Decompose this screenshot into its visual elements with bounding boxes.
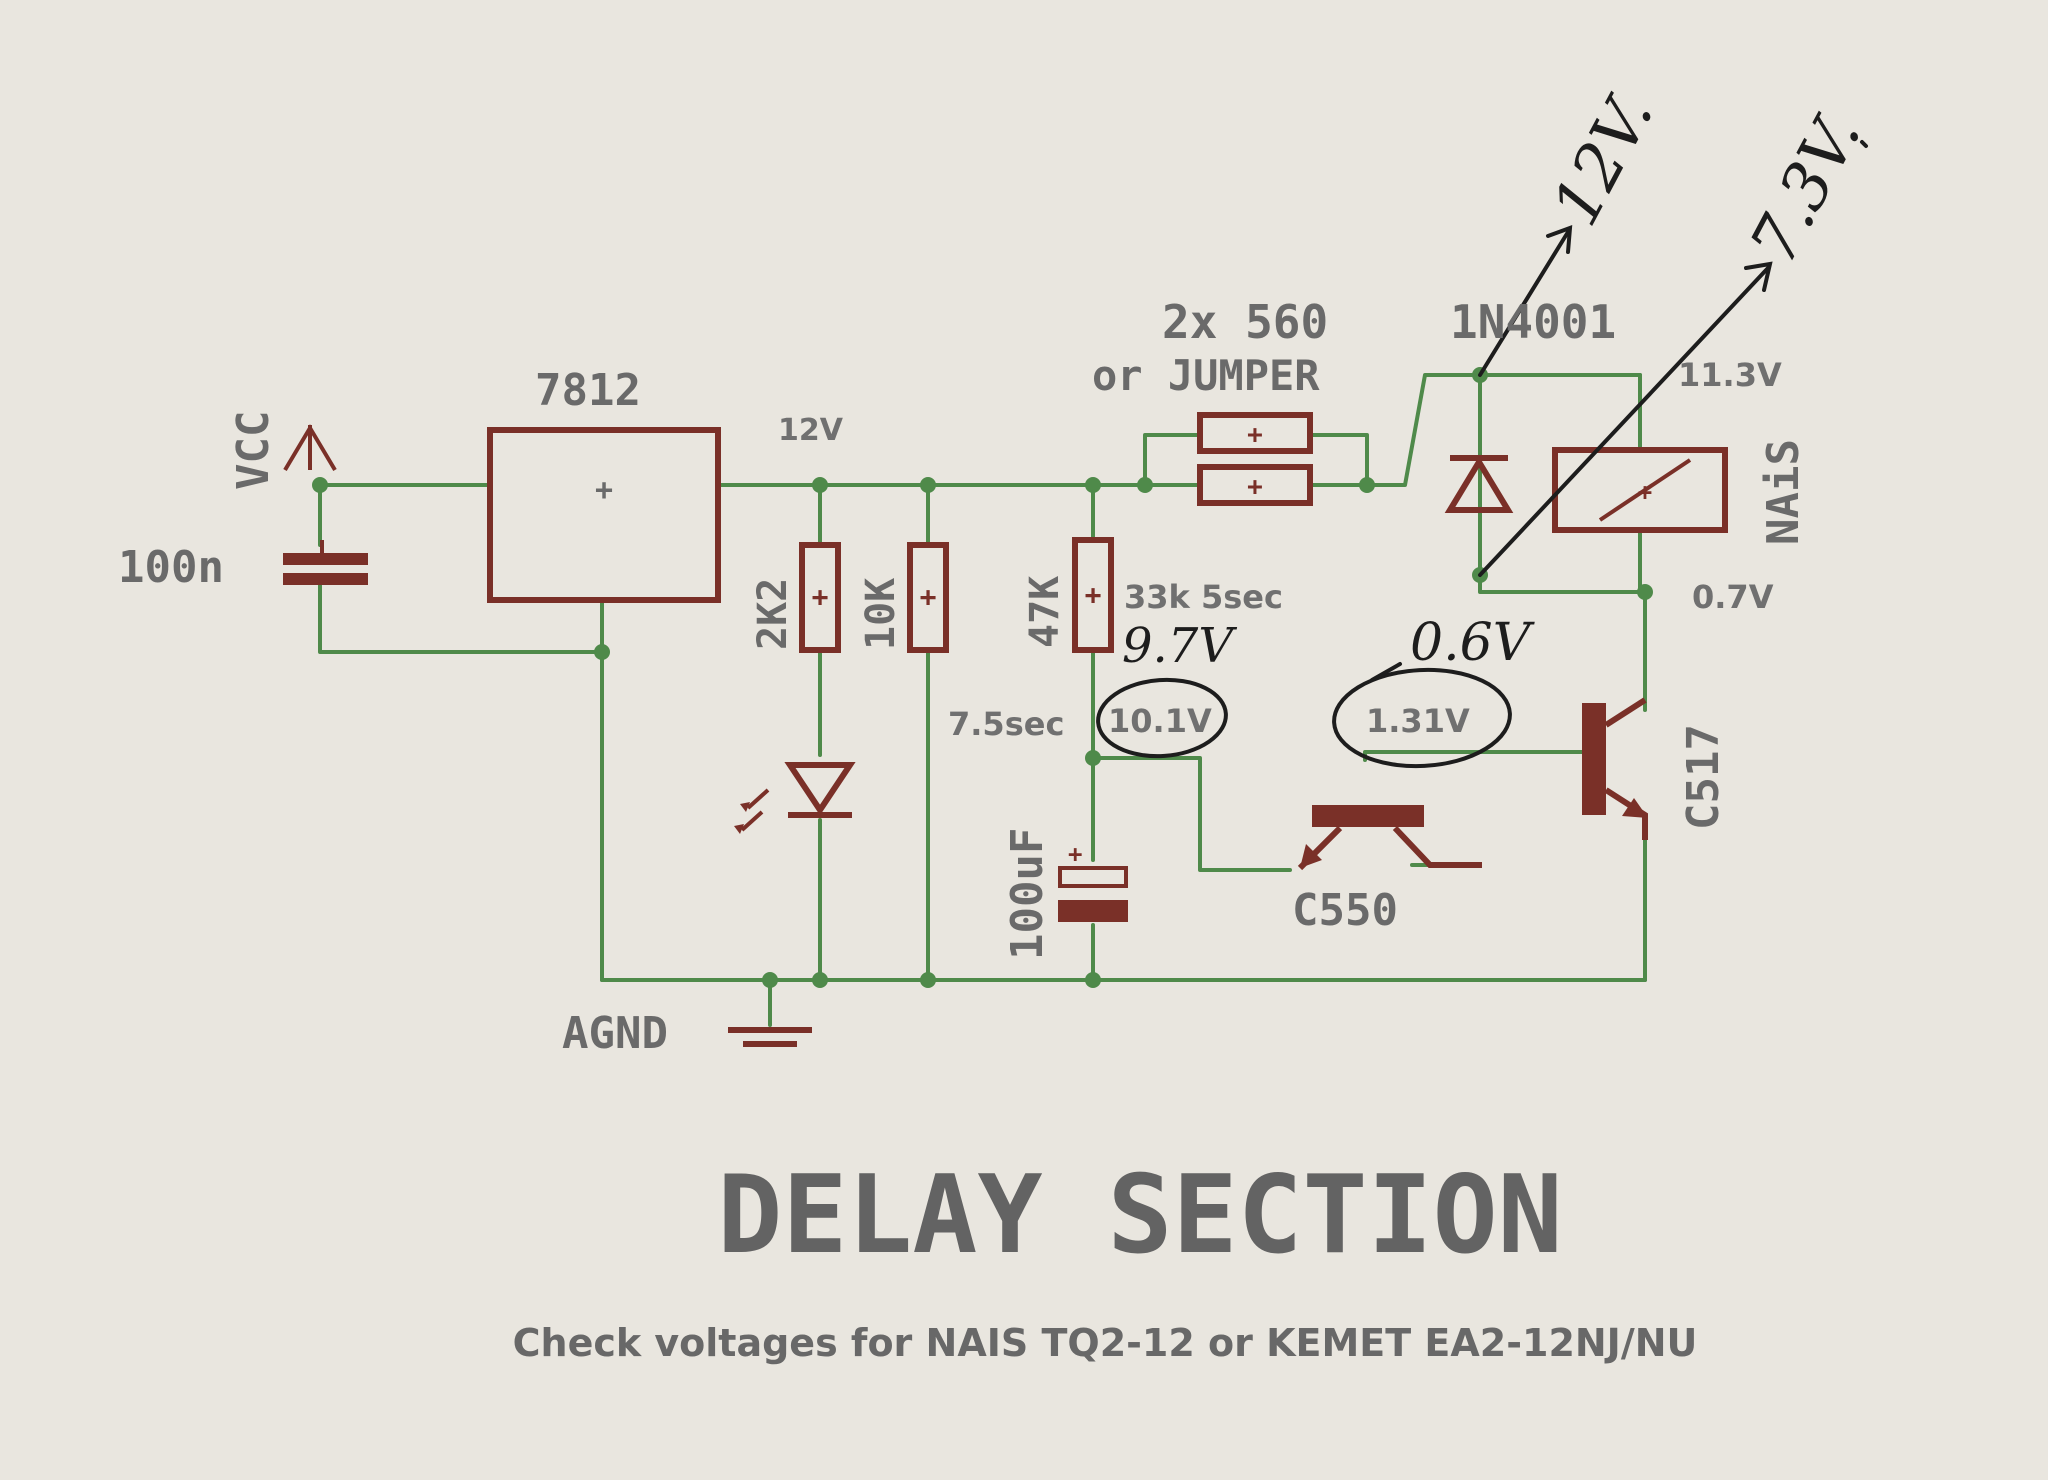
- handwritten-7-3v: 7.3V.: [1737, 102, 1876, 276]
- handwritten-annotations: [1096, 140, 1868, 769]
- resistor-2k2-label: 2K2: [750, 578, 796, 650]
- resistor-pair-560: + +: [1197, 412, 1313, 506]
- resistor-47k-label: 47K: [1022, 576, 1068, 648]
- svg-text:+: +: [1247, 472, 1263, 502]
- diode-1n4001: [1444, 455, 1514, 513]
- handwritten-0-6v: 0.6V: [1410, 613, 1535, 673]
- transistor-c517: [1582, 697, 1648, 840]
- note-7-5sec-label: 7.5sec: [948, 705, 1064, 743]
- svg-text:+: +: [1085, 578, 1102, 611]
- diode-label: 1N4001: [1450, 295, 1616, 349]
- rail-12v-label: 12V: [778, 413, 844, 448]
- ground-symbol: [728, 1027, 812, 1047]
- resistor-47k: +: [1072, 537, 1114, 653]
- relay-bottom-voltage-label: 0.7V: [1692, 578, 1774, 616]
- base-voltage-label: 1.31V: [1366, 702, 1470, 740]
- input-cap-label: 100n: [118, 542, 224, 593]
- relay-label: NAiS: [1758, 439, 1809, 545]
- relay-coil: +: [1552, 447, 1728, 533]
- printed-labels: VCC 100n 7812 12V 2K2 10K 47K 33k 5sec 7…: [118, 295, 1809, 1059]
- svg-text:+: +: [812, 580, 829, 613]
- transistor-c550-label: C550: [1292, 885, 1398, 936]
- transistor-c550: [1297, 805, 1482, 871]
- cap-voltage-label: 10.1V: [1108, 702, 1212, 740]
- timing-cap-label: 100uF: [1002, 828, 1053, 960]
- handwritten-12v: 12V.: [1539, 82, 1669, 238]
- or-jumper-label: or JUMPER: [1092, 351, 1320, 400]
- page-title: DELAY SECTION: [717, 1153, 1562, 1278]
- resistor-10k-label: 10K: [858, 578, 904, 650]
- resistor-10k: +: [907, 542, 949, 653]
- svg-text:+: +: [1638, 478, 1652, 506]
- timing-capacitor: +: [1058, 840, 1128, 922]
- series-resistor-label: 2x 560: [1162, 295, 1328, 349]
- input-capacitor: [283, 540, 368, 585]
- note-33k-label: 33k 5sec: [1124, 578, 1283, 616]
- regulator-7812: +: [487, 427, 721, 603]
- handwritten-9-7v: 9.7V: [1122, 618, 1237, 674]
- resistor-2k2: +: [799, 542, 841, 653]
- vcc-supply-symbol: [283, 424, 337, 472]
- svg-text:+: +: [595, 473, 613, 508]
- vcc-label: VCC: [228, 411, 279, 490]
- led: [734, 762, 856, 834]
- wires: [318, 373, 1647, 1027]
- transistor-c517-label: C517: [1678, 724, 1729, 830]
- relay-top-voltage-label: 11.3V: [1678, 356, 1782, 394]
- ground-label: AGND: [562, 1008, 668, 1059]
- title-block: DELAY SECTION Check voltages for NAIS TQ…: [513, 1153, 1698, 1365]
- regulator-label: 7812: [535, 365, 641, 416]
- svg-text:+: +: [920, 580, 937, 613]
- svg-text:+: +: [1068, 840, 1082, 868]
- svg-text:+: +: [1247, 420, 1263, 450]
- page-subtitle: Check voltages for NAIS TQ2-12 or KEMET …: [513, 1321, 1698, 1365]
